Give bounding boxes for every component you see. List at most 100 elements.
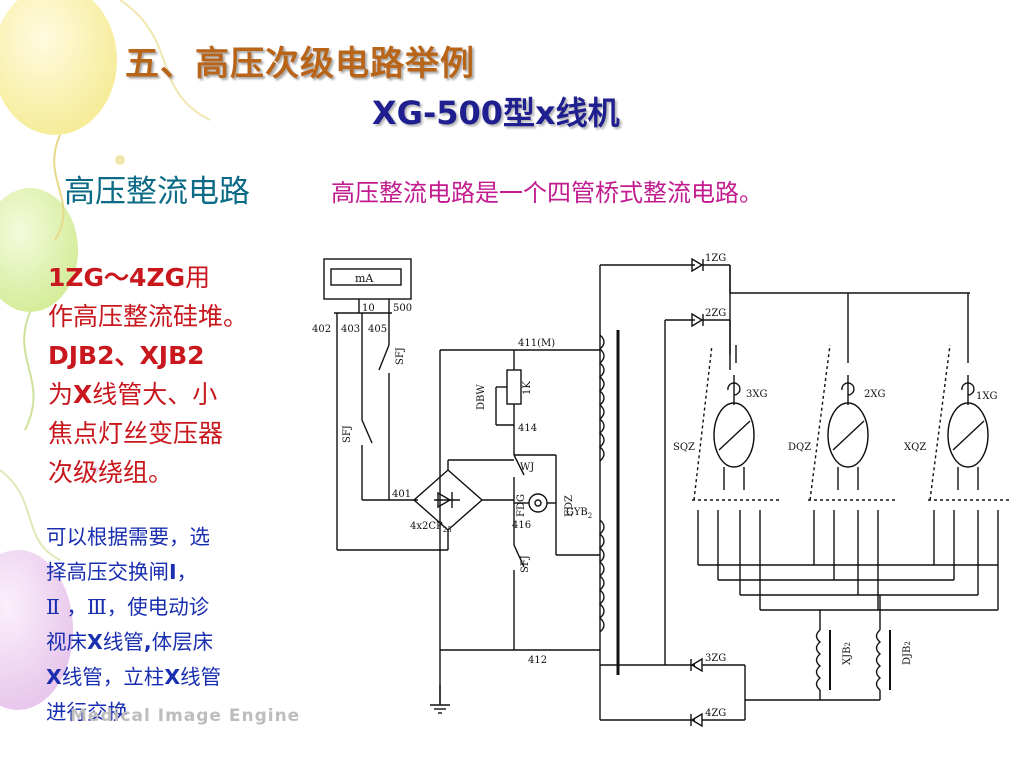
terminal-label: 403 bbox=[341, 324, 360, 335]
fdg-indicator-center bbox=[534, 499, 542, 507]
diode-1zg bbox=[691, 257, 704, 273]
resistor-label: 1K bbox=[522, 381, 533, 395]
note-fragment: 择高压交换闸 bbox=[46, 560, 169, 584]
terminal-label: 500 bbox=[393, 303, 412, 314]
bridge-label-sub: 25 bbox=[443, 526, 452, 534]
section-description: 高压整流电路是一个四管桥式整流电路。 bbox=[331, 179, 763, 207]
switch-note: 可以根据需要，选 择高压交换闸I， Ⅱ ，Ⅲ，使电动诊 视床X线管,体层床 X线… bbox=[46, 520, 308, 730]
gyb-label-sub: 2 bbox=[588, 512, 592, 520]
dbw-label: DBW bbox=[476, 384, 487, 410]
transformer-primary-coil bbox=[598, 334, 605, 462]
note-line: 进行交换 bbox=[46, 700, 128, 724]
balloon-string bbox=[23, 311, 35, 431]
zg-label: 3ZG bbox=[705, 653, 726, 664]
filament-mark bbox=[841, 382, 855, 396]
note-fragment: X bbox=[164, 665, 181, 689]
note-line: 次级绕组。 bbox=[48, 458, 174, 487]
sqz-label: SQZ bbox=[673, 442, 695, 453]
bridge-label-text: 4x2CP bbox=[410, 521, 443, 532]
note-line: X线管，立柱X线管 bbox=[46, 660, 308, 695]
terminal-label: 402 bbox=[312, 324, 331, 335]
fdg-indicator bbox=[528, 493, 548, 513]
note-fragment: 体层床 bbox=[151, 630, 214, 654]
gyb-label: GYB2 bbox=[566, 507, 592, 520]
balloon-green bbox=[0, 188, 78, 312]
dqz-label: DQZ bbox=[788, 442, 811, 453]
note-fragment: , bbox=[143, 630, 152, 654]
note-fragment: X bbox=[73, 380, 93, 409]
slide-subtitle: XG-500型x线机 bbox=[372, 94, 620, 132]
note-fragment: 1ZG～4ZG bbox=[48, 263, 186, 292]
note-line: 可以根据需要，选 bbox=[46, 525, 210, 549]
filament-mark bbox=[727, 382, 741, 396]
note-fragment: 视床 bbox=[46, 630, 87, 654]
tube-anode bbox=[832, 420, 865, 451]
note-line: 1ZG～4ZG用 bbox=[48, 258, 310, 297]
circuit-diagram: mA 10 500 402 403 405 SFJ SFJ 401 4x2CP2… bbox=[312, 253, 1012, 728]
xjb-label-sub: 2 bbox=[844, 642, 852, 646]
slide-title: 五、高压次级电路举例 bbox=[125, 44, 475, 84]
sfj-label: SFJ bbox=[395, 347, 406, 365]
terminal-label: 412 bbox=[528, 655, 547, 666]
note-fragment: X bbox=[46, 665, 62, 689]
note-line: DJB2、XJB2 bbox=[48, 341, 205, 370]
note-line: 作高压整流硅堆。 bbox=[48, 302, 249, 331]
djb-label: DJB2 bbox=[902, 641, 913, 665]
note-line: 视床X线管,体层床 bbox=[46, 625, 308, 660]
note-fragment: 线管 bbox=[102, 630, 144, 654]
note-line: 择高压交换闸I， bbox=[46, 555, 308, 590]
xg-label: 1XG bbox=[976, 391, 997, 402]
tube-anode bbox=[718, 420, 751, 451]
note-fragment: 线管，立柱 bbox=[61, 665, 165, 689]
terminal-label: 401 bbox=[392, 489, 411, 500]
zg-label: 1ZG bbox=[705, 253, 726, 264]
x-ray-tube-2xg bbox=[827, 402, 869, 468]
fdz-label: FDZ bbox=[564, 495, 575, 517]
xqz-label: XQZ bbox=[904, 442, 926, 453]
ma-meter-label: mA bbox=[355, 272, 374, 285]
note-fragment: I bbox=[169, 560, 177, 584]
note-fragment: ， bbox=[176, 560, 198, 584]
sfj-switch-contact bbox=[361, 419, 373, 444]
fdg-label: FDG bbox=[516, 494, 527, 517]
balloon-yellow bbox=[0, 0, 117, 135]
wj-contact bbox=[513, 454, 525, 476]
dashed-enclosure bbox=[693, 344, 713, 501]
djb-label-sub: 2 bbox=[904, 641, 912, 645]
dashed-enclosure bbox=[929, 344, 951, 501]
note-fragment: X bbox=[87, 630, 103, 654]
decor-swirl bbox=[119, 0, 211, 121]
dashed-enclosure bbox=[809, 344, 831, 501]
note-fragment: 为 bbox=[48, 380, 74, 409]
balloon-string bbox=[53, 134, 65, 241]
djb-label-text: DJB bbox=[902, 646, 913, 665]
xjb-label: XJB2 bbox=[842, 642, 853, 665]
note-line: 焦点灯丝变压器 bbox=[48, 419, 224, 448]
sfj-label: SFJ bbox=[342, 425, 353, 443]
note-fragment: 用 bbox=[185, 263, 211, 292]
bridge-label: 4x2CP25 bbox=[410, 521, 452, 534]
djb2-coil bbox=[875, 629, 882, 691]
xg-label: 3XG bbox=[746, 389, 767, 400]
wj-label: WJ bbox=[520, 462, 534, 473]
rectifier-note: 1ZG～4ZG用 作高压整流硅堆。 DJB2、XJB2 为X线管大、小 焦点灯丝… bbox=[48, 258, 310, 492]
tube-unit-1xg: 1XG XQZ bbox=[904, 293, 1012, 530]
sfj-switch-contact bbox=[378, 344, 390, 371]
terminal-label: 405 bbox=[368, 324, 387, 335]
terminal-label: 411(M) bbox=[518, 338, 555, 349]
balloon-purple bbox=[0, 550, 73, 710]
decor-dot bbox=[115, 155, 125, 165]
watermark: Medical Image Engine bbox=[70, 706, 301, 726]
note-line: 为X线管大、小 bbox=[48, 375, 310, 414]
ma-meter-outer bbox=[323, 258, 412, 300]
sfj-switch-contact bbox=[513, 544, 525, 568]
diode-2zg bbox=[691, 312, 704, 328]
note-fragment: 线管大、小 bbox=[92, 380, 218, 409]
zg-label: 4ZG bbox=[705, 708, 726, 719]
tube-unit-3xg: 3XG SQZ bbox=[673, 344, 780, 530]
sfj-label: SFJ bbox=[520, 555, 531, 573]
tube-anode bbox=[952, 420, 985, 451]
terminal-label: 416 bbox=[512, 520, 531, 531]
